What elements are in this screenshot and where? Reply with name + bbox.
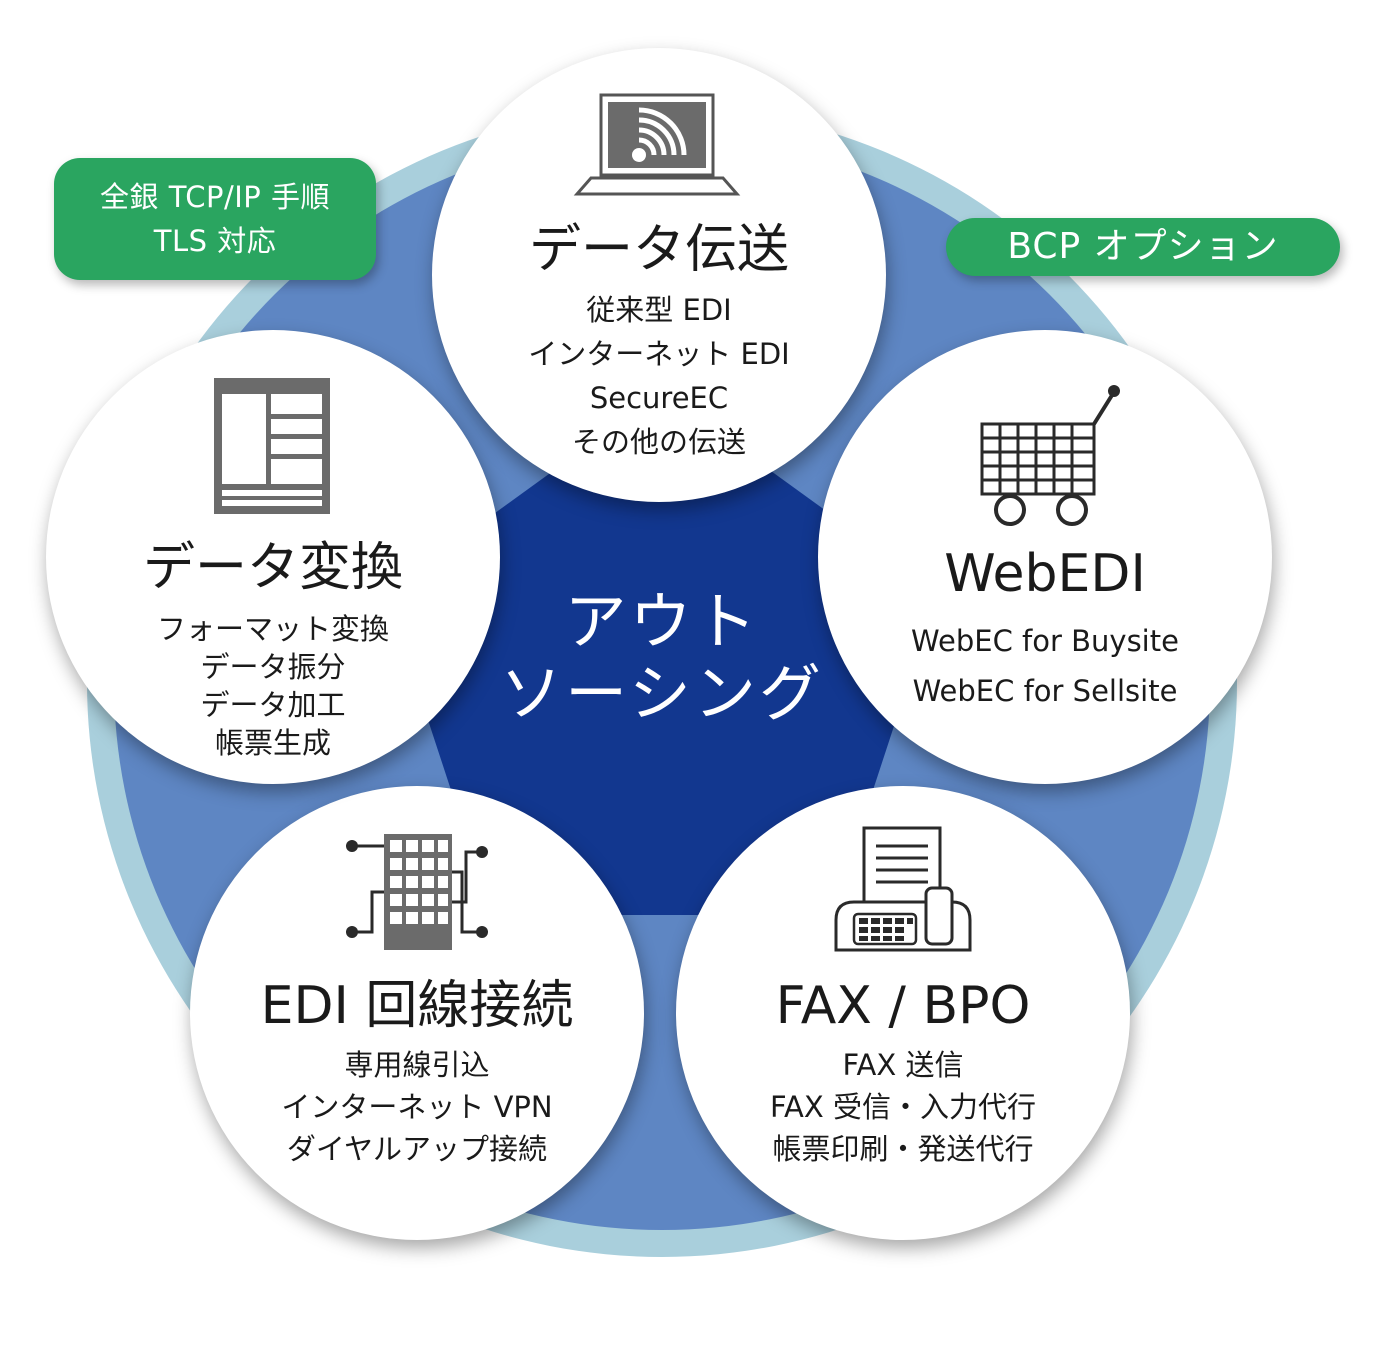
protocol-tag: 全銀 TCP/IP 手順 TLS 対応 [54, 158, 376, 280]
building-network-icon [346, 834, 488, 950]
node-subitem: データ加工 [200, 688, 346, 722]
node-edi-line: EDI 回線接続 専用線引込 インターネット VPN ダイヤルアップ接続 [190, 786, 644, 1240]
center-label: アウト ソーシング [452, 586, 872, 730]
node-subitem: データ振分 [200, 650, 346, 684]
node-title: EDI 回線接続 [260, 976, 574, 1036]
node-subitem: 帳票印刷・発送代行 [772, 1132, 1034, 1166]
node-subitems: 従来型 EDI インターネット EDI SecureEC その他の伝送 [432, 288, 886, 464]
document-layout-icon [214, 378, 330, 514]
laptop-wifi-icon [573, 93, 741, 196]
shopping-cart-icon [980, 385, 1120, 526]
node-title: データ伝送 [528, 220, 789, 280]
node-subitems: 専用線引込 インターネット VPN ダイヤルアップ接続 [190, 1044, 644, 1170]
protocol-tag-line: 全銀 TCP/IP 手順 [100, 180, 330, 214]
node-data-transfer: データ伝送 従来型 EDI インターネット EDI SecureEC その他の伝… [432, 48, 886, 502]
bcp-option-label: BCP オプション [1007, 226, 1279, 267]
fax-machine-icon [834, 826, 972, 952]
node-data-convert: データ変換 フォーマット変換 データ振分 データ加工 帳票生成 [46, 330, 500, 784]
node-subitems: フォーマット変換 データ振分 データ加工 帳票生成 [46, 610, 500, 762]
node-subitem: インターネット EDI [528, 337, 790, 371]
node-subitem: WebEC for Sellsite [912, 674, 1178, 708]
node-title: FAX / BPO [775, 976, 1031, 1036]
node-subitems: FAX 送信 FAX 受信・入力代行 帳票印刷・発送代行 [676, 1044, 1130, 1170]
protocol-tag-line: TLS 対応 [153, 224, 277, 258]
node-subitem: FAX 送信 [842, 1048, 964, 1082]
center-label-line: アウト [564, 585, 760, 658]
node-subitem: 従来型 EDI [586, 293, 732, 327]
node-subitem: インターネット VPN [281, 1090, 553, 1124]
center-pentagon [386, 392, 938, 915]
node-subitem: その他の伝送 [571, 425, 746, 459]
node-webedi: WebEDI WebEC for Buysite WebEC for Sells… [818, 330, 1272, 784]
node-fax-bpo: FAX / BPO FAX 送信 FAX 受信・入力代行 帳票印刷・発送代行 [676, 786, 1130, 1240]
node-subitem: FAX 受信・入力代行 [770, 1090, 1036, 1124]
node-subitem: 専用線引込 [344, 1048, 490, 1082]
node-subitems: WebEC for Buysite WebEC for Sellsite [818, 616, 1272, 716]
node-title: WebEDI [944, 544, 1146, 604]
node-subitem: ダイヤルアップ接続 [286, 1132, 548, 1166]
node-subitem: フォーマット変換 [156, 612, 389, 646]
node-subitem: WebEC for Buysite [911, 624, 1179, 658]
node-subitem: 帳票生成 [214, 726, 331, 760]
bcp-option-tag: BCP オプション [946, 218, 1340, 276]
node-subitem: SecureEC [589, 381, 729, 415]
center-label-line: ソーシング [500, 657, 824, 730]
node-title: データ変換 [142, 538, 403, 598]
